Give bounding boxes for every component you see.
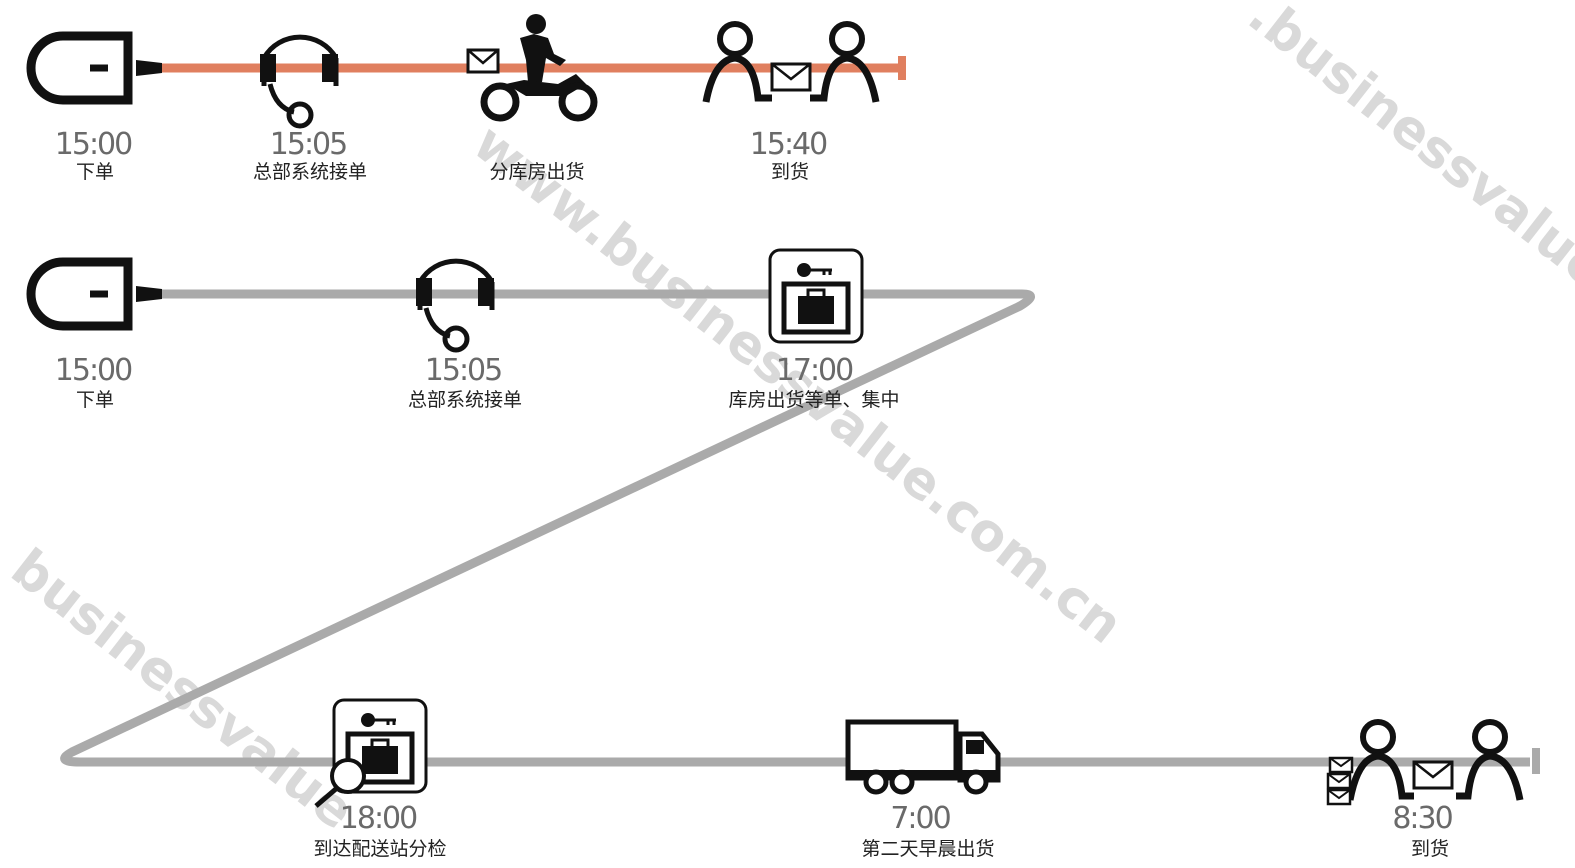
slow-step-3-time: 17:00 [776,353,853,388]
courier-motorbike-icon [466,14,598,122]
locker-inspection-icon [314,698,428,808]
fast-step-2-label: 总部系统接单 [253,161,367,183]
slow-step-2-label: 总部系统接单 [408,389,522,411]
headset-icon [416,258,495,353]
fast-step-4-time: 15:40 [750,127,827,162]
fast-step-3-label: 分库房出货 [489,161,584,183]
parcel-handover-icon [1326,719,1524,806]
slow-step-5-time: 7:00 [890,801,950,836]
fast-step-2-time: 15:05 [270,127,346,162]
watermark-text-top-right: .businessvalue. [1237,0,1575,313]
watermark-text-bottom-left: businessvalue [0,538,365,842]
slow-step-4-label: 到达配送站分检 [313,838,446,860]
headset-icon [260,34,339,129]
fast-step-4-label: 到货 [771,161,809,183]
slow-step-2-time: 15:05 [425,353,501,388]
mouse-icon [26,257,162,331]
delivery-handover-icon [702,21,880,103]
slow-step-4-time: 18:00 [340,801,417,836]
slow-step-6-label: 到货 [1411,838,1449,860]
slow-step-6-time: 8:30 [1392,801,1452,836]
slow-route-zigzag-line [60,289,1530,767]
mouse-icon [26,31,162,105]
slow-step-1-time: 15:00 [55,353,132,388]
slow-route: 15:00 下单 15:05 总部系统接单 17:00 库房出货等单、集中 18… [26,248,1540,860]
fast-route: 15:00 下单 15:05 总部系统接单 分库房出货 15:40 到货 [26,14,906,183]
slow-step-1-label: 下单 [76,389,114,411]
slow-step-3-label: 库房出货等单、集中 [728,389,899,411]
slow-step-5-label: 第二天早晨出货 [861,838,994,860]
truck-icon [845,719,1001,795]
fast-step-1-time: 15:00 [55,127,132,162]
fast-step-1-label: 下单 [76,161,114,183]
warehouse-locker-icon [768,248,864,344]
